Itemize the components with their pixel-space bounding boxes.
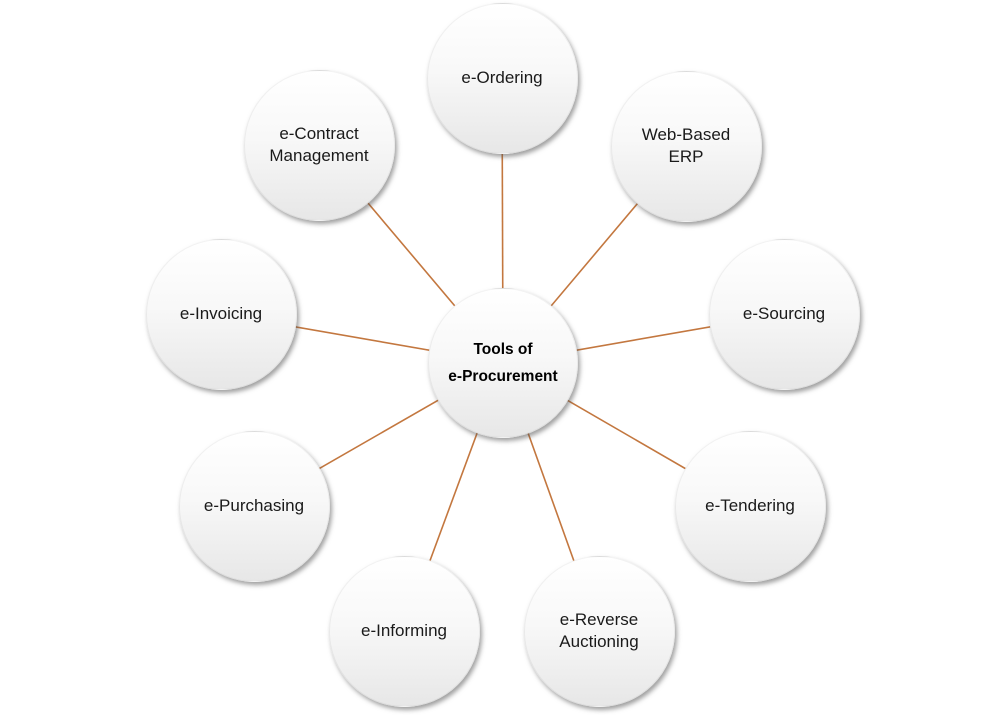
center-node-label: Tools of e-Procurement — [443, 336, 563, 390]
node-e-invoicing[interactable]: e-Invoicing — [145, 238, 297, 390]
node-e-sourcing[interactable]: e-Sourcing — [708, 238, 860, 390]
node-e-reverse-auctioning[interactable]: e-Reverse Auctioning — [523, 555, 675, 707]
node-web-based-erp[interactable]: Web-Based ERP — [610, 70, 762, 222]
center-label-line-1: Tools of — [473, 340, 533, 358]
node-label: e-Reverse Auctioning — [559, 609, 639, 651]
node-label: e-Sourcing — [742, 303, 826, 323]
node-e-ordering[interactable]: e-Ordering — [426, 2, 578, 154]
node-e-informing[interactable]: e-Informing — [328, 555, 480, 707]
center-label-line-2: e-Procurement — [448, 368, 558, 385]
node-label: e-Invoicing — [179, 303, 263, 323]
node-label: e-Tendering — [705, 495, 795, 515]
node-e-purchasing[interactable]: e-Purchasing — [178, 430, 330, 582]
node-label: e-Informing — [361, 620, 447, 640]
node-label: Web-Based ERP — [641, 124, 731, 166]
node-label: e-Purchasing — [203, 495, 305, 515]
node-label: e-Contract Management — [269, 123, 369, 165]
node-label: e-Ordering — [461, 67, 543, 87]
node-e-tendering[interactable]: e-Tendering — [674, 430, 826, 582]
node-e-contract-management[interactable]: e-Contract Management — [243, 69, 395, 221]
center-node-tools-of-e-procurement[interactable]: Tools of e-Procurement — [428, 288, 578, 438]
